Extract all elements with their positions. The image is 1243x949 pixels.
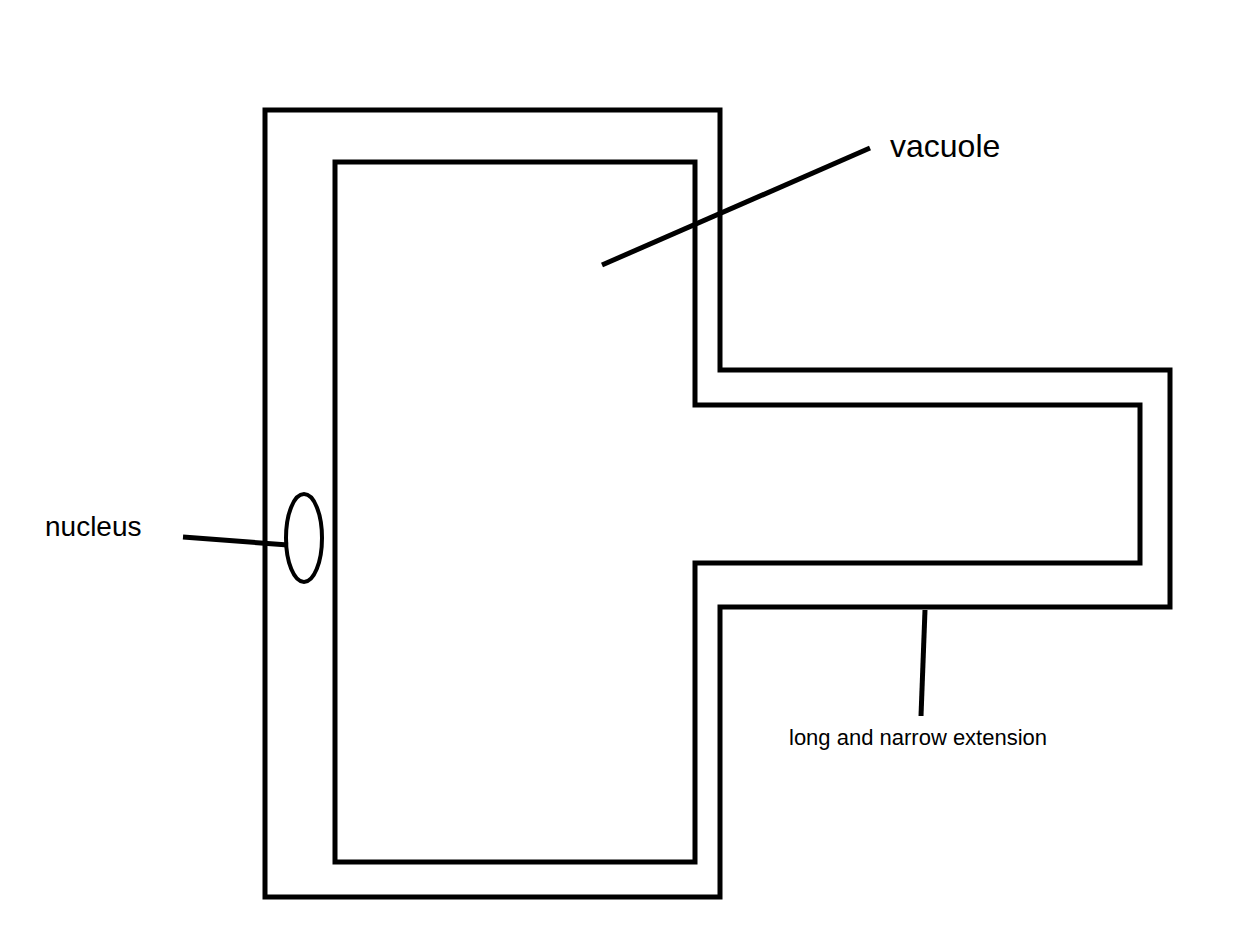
nucleus-shape [286, 494, 322, 582]
cell-wall-outline [265, 110, 1170, 897]
part-label: long and narrow extension [789, 725, 1047, 751]
leader-line [921, 610, 925, 716]
part-label: nucleus [45, 510, 142, 544]
vacuole-outline [335, 162, 1140, 862]
part-label: vacuole [890, 127, 1000, 165]
leader-line [602, 148, 870, 265]
leader-line [183, 537, 288, 545]
